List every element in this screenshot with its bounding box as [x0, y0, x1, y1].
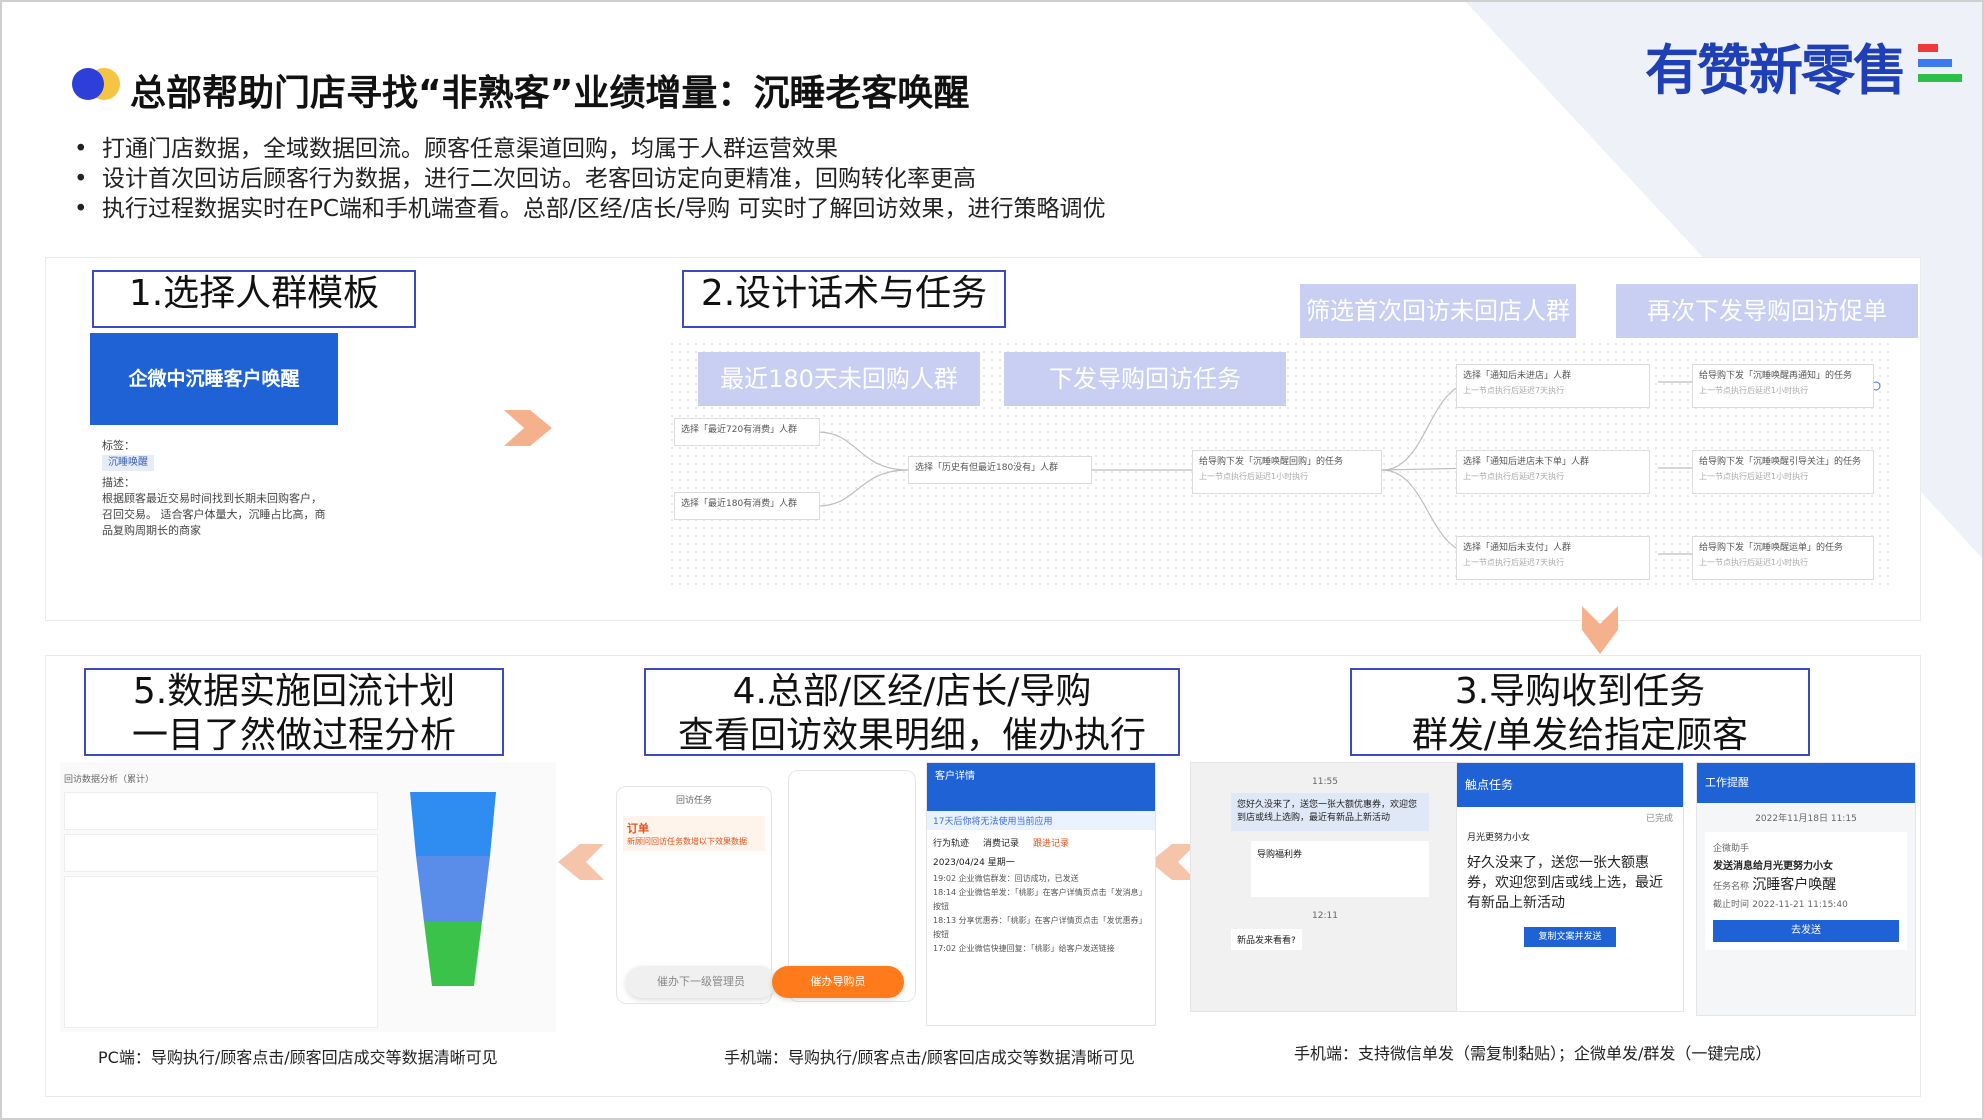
urge-manager-button[interactable]: 催办下一级管理员: [626, 966, 776, 998]
bullet-list: 打通门店数据，全域数据回流。顾客任意渠道回购，均属于人群运营效果 设计首次回访后…: [72, 134, 1192, 224]
chat-message: 新品发来看看?: [1231, 929, 1302, 950]
flow-node: 给导购下发「沉睡唤醒引导关注」的任务上一节点执行后延迟1小时执行: [1692, 450, 1874, 494]
arrow-left-icon: [558, 844, 604, 880]
caption-mobile-send: 手机端：支持微信单发（需复制黏贴）；企微单发/群发（一键完成）: [1294, 1044, 1772, 1063]
flow-node: 选择「通知后进店未下单」人群上一节点执行后延迟7天执行: [1456, 450, 1650, 494]
tag-filter-unvisited: 筛选首次回访未回店人群: [1300, 284, 1576, 338]
work-reminder-screenshot: 工作提醒 2022年11月18日 11:15 企微助手 发送消息给月光更努力小女…: [1696, 762, 1916, 1016]
touch-task-header: 触点任务: [1457, 763, 1683, 807]
template-desc: 根据顾客最近交易时间找到长期未回购客户，召回交易。 适合客户体量大，沉睡占比高，…: [102, 492, 326, 537]
caption-pc: PC端：导购执行/顾客点击/顾客回店成交等数据清晰可见: [98, 1048, 498, 1067]
go-send-button[interactable]: 去发送: [1713, 920, 1899, 942]
customer-detail-tip: 17天后你将无法使用当前应用: [927, 811, 1155, 830]
log-entry: 17:02 企业微信快捷回复：「桃影」给客户发送链接: [933, 944, 1115, 953]
urge-guide-button[interactable]: 催办导购员: [772, 966, 904, 998]
template-card[interactable]: 企微中沉睡客户唤醒: [90, 333, 338, 425]
title-bullet-icon: [72, 68, 122, 102]
flow-node: 选择「通知后未进店」人群上一节点执行后延迟7天执行: [1456, 364, 1650, 408]
tab-follow[interactable]: 跟进记录: [1033, 839, 1070, 849]
tab-track[interactable]: 行为轨迹: [933, 839, 970, 849]
slide-title: 总部帮助门店寻找“非熟客”业绩增量：沉睡老客唤醒: [130, 73, 970, 114]
flow-node: 选择「历史有但最近180没有」人群: [908, 456, 1092, 484]
tag-chip: 沉睡唤醒: [102, 455, 154, 471]
copy-send-button[interactable]: 复制文案并发送: [1524, 927, 1616, 947]
flow-node: 选择「最近180有消费」人群: [674, 492, 820, 520]
tab-consume[interactable]: 消费记录: [983, 839, 1020, 849]
template-card-info: 标签： 沉睡唤醒 描述： 根据顾客最近交易时间找到长期未回购客户，召回交易。 适…: [102, 438, 332, 539]
caption-mobile: 手机端：导购执行/顾客点击/顾客回店成交等数据清晰可见: [724, 1048, 1135, 1067]
pc-dashboard-screenshot: 回访数据分析（累计）: [60, 762, 556, 1032]
step4-label: 4.总部/区经/店长/导购查看回访效果明细，催办执行: [644, 668, 1180, 756]
chat-message: 您好久没来了，送您一张大额优惠券，欢迎您到店或线上选购，最近有新品上新活动: [1231, 793, 1429, 831]
flow-node: 给导购下发「沉睡唤醒再通知」的任务上一节点执行后延迟1小时执行: [1692, 364, 1874, 408]
log-entry: 18:13 分享优惠券：「桃影」在客户详情页点击「发优惠券」按钮: [933, 916, 1147, 939]
desc-label: 描述：: [102, 476, 135, 489]
log-date: 2023/04/24 星期一: [933, 858, 1015, 868]
step5-label: 5.数据实施回流计划一目了然做过程分析: [84, 668, 504, 756]
customer-detail-header: 客户详情: [927, 763, 1155, 811]
coupon-card: 导购福利券: [1251, 841, 1429, 897]
touch-task-screenshot: 触点任务 已完成 月光更努力小女 好久没来了，送您一张大额惠券，欢迎您到店或线上…: [1456, 762, 1684, 1012]
wechat-chat-screenshot: 11:55 您好久没来了，送您一张大额优惠券，欢迎您到店或线上选购，最近有新品上…: [1190, 762, 1460, 1012]
mobile-task-detail-screenshot: [788, 770, 916, 1002]
log-entry: 18:14 企业微信单发：「桃影」在客户详情页点击「发消息」按钮: [933, 888, 1147, 911]
brand-logo: 有赞新零售: [1645, 39, 1907, 102]
task-message: 好久没来了，送您一张大额惠券，欢迎您到店或线上选，最近有新品上新活动: [1467, 855, 1663, 911]
flow-node: 选择「最近720有消费」人群: [674, 418, 820, 446]
step3-label: 3.导购收到任务群发/单发给指定顾客: [1350, 668, 1810, 756]
step2-label: 2.设计话术与任务: [682, 270, 1006, 328]
logo-bars-icon: [1918, 44, 1964, 84]
bullet-item: 打通门店数据，全域数据回流。顾客任意渠道回购，均属于人群运营效果: [72, 134, 1192, 164]
arrow-left-icon: [1150, 844, 1196, 880]
arrow-down-icon: [1582, 606, 1618, 654]
bullet-item: 设计首次回访后顾客行为数据，进行二次回访。老客回访定向更精准，回购转化率更高: [72, 164, 1192, 194]
flow-node: 选择「通知后未支付」人群上一节点执行后延迟7天执行: [1456, 536, 1650, 580]
tag-label: 标签：: [102, 439, 135, 452]
tag-dispatch-task: 下发导购回访任务: [1004, 352, 1286, 406]
work-reminder-header: 工作提醒: [1697, 763, 1915, 803]
flow-node: 给导购下发「沉睡唤醒运单」的任务上一节点执行后延迟1小时执行: [1692, 536, 1874, 580]
step1-label: 1.选择人群模板: [92, 270, 416, 328]
tag-redispatch: 再次下发导购回访促单: [1616, 284, 1918, 338]
funnel-chart: [410, 792, 496, 986]
arrow-right-icon: [504, 410, 552, 446]
flow-node: 给导购下发「沉睡唤醒回购」的任务上一节点执行后延迟1小时执行: [1192, 450, 1382, 494]
tag-180-days: 最近180天未回购人群: [698, 352, 980, 406]
pc-dashboard-title: 回访数据分析（累计）: [64, 775, 155, 785]
bullet-item: 执行过程数据实时在PC端和手机端查看。总部/区经/店长/导购 可实时了解回访效果…: [72, 194, 1192, 224]
log-entry: 19:02 企业微信群发：回访成功，已发送: [933, 874, 1079, 883]
customer-detail-screenshot: 客户详情 17天后你将无法使用当前应用 行为轨迹 消费记录 跟进记录 2023/…: [926, 762, 1156, 1026]
